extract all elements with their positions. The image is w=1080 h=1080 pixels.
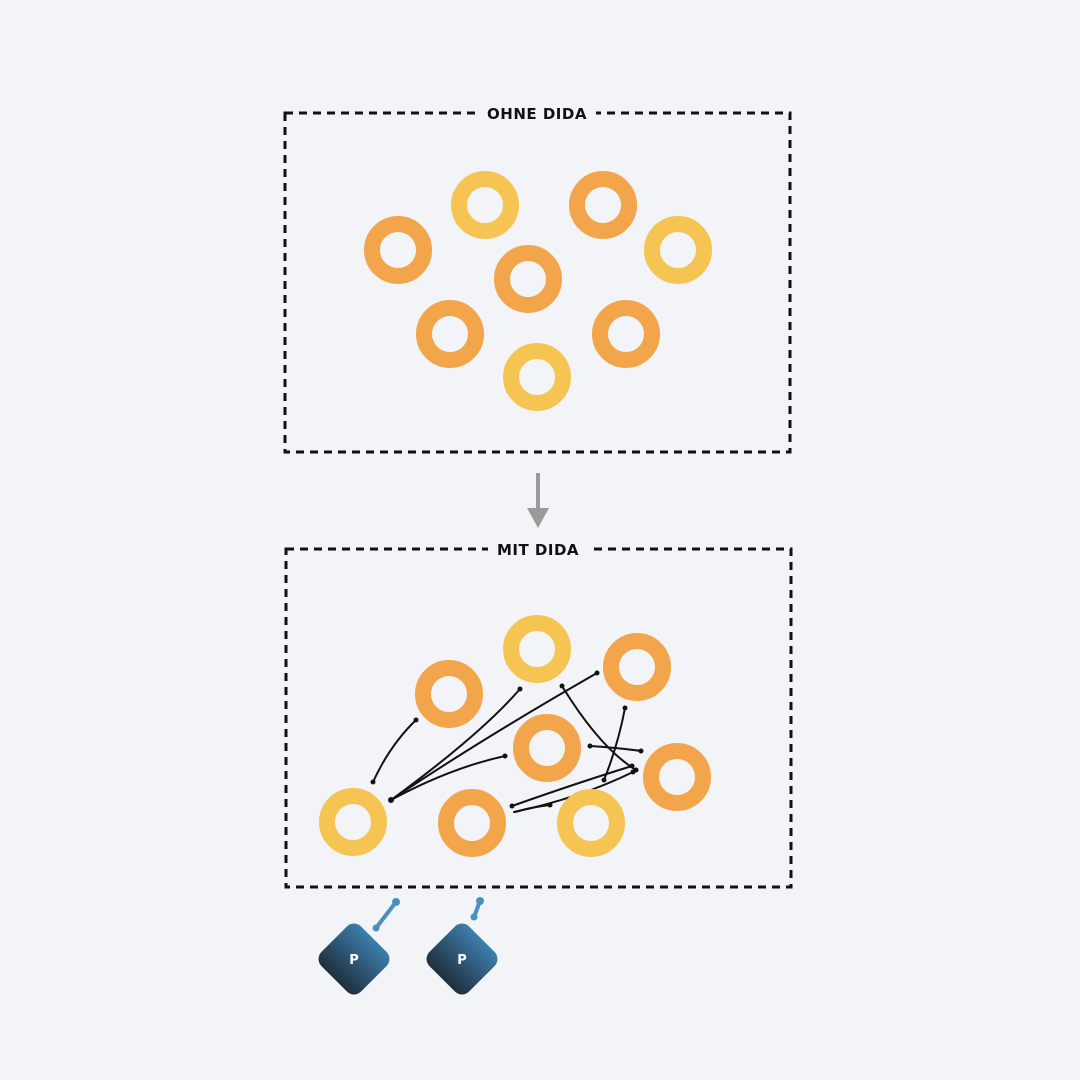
frame-mit-dida-title: MIT DIDA <box>497 541 579 559</box>
connector-icon <box>470 897 484 921</box>
ring <box>513 714 581 782</box>
rings-ohne-dida <box>364 171 712 411</box>
connection-line <box>511 765 633 807</box>
connection-line <box>372 719 417 783</box>
connection-line <box>390 755 506 801</box>
ring <box>643 743 711 811</box>
frame-mit-dida-title-bg <box>488 536 588 562</box>
ring <box>503 615 571 683</box>
connection-line <box>390 688 521 801</box>
ring <box>319 788 387 856</box>
rings-mit-dida <box>319 615 711 857</box>
frame-ohne-dida-title-bg <box>478 100 596 126</box>
connection-line <box>514 804 551 813</box>
ring <box>438 789 506 857</box>
node-p-2: P <box>426 897 498 995</box>
ring <box>494 245 562 313</box>
frame-ohne-dida-title: OHNE DIDA <box>487 105 587 123</box>
connection-line <box>589 745 642 752</box>
connection-line <box>390 672 598 801</box>
node-label: P <box>349 953 359 968</box>
ring <box>644 216 712 284</box>
node-label: P <box>457 953 467 968</box>
frame-mit-dida: MIT DIDA <box>284 536 793 889</box>
ring <box>557 789 625 857</box>
node-p-1: P <box>318 898 400 995</box>
ring <box>364 216 432 284</box>
connection-line <box>561 685 637 771</box>
ring <box>415 660 483 728</box>
ring <box>603 633 671 701</box>
ring <box>592 300 660 368</box>
frame-ohne-dida: OHNE DIDA <box>283 100 792 454</box>
connector-icon <box>372 898 400 932</box>
down-arrow-icon <box>527 473 549 528</box>
diamond-node-icon <box>426 923 498 995</box>
ring <box>569 171 637 239</box>
ring <box>503 343 571 411</box>
ring <box>451 171 519 239</box>
diamond-node-icon <box>318 923 390 995</box>
connection-endpoints <box>370 670 644 809</box>
ring <box>416 300 484 368</box>
